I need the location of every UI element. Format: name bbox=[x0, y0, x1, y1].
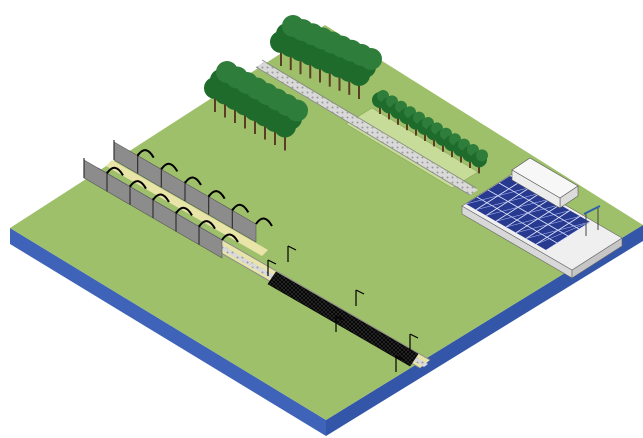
ground-surface bbox=[10, 25, 643, 420]
tree-trunk bbox=[289, 56, 292, 71]
tree-trunk bbox=[358, 85, 360, 99]
tree-trunk bbox=[319, 68, 321, 83]
tree-trunk bbox=[284, 136, 286, 151]
portal-arm bbox=[335, 315, 345, 321]
tree-trunk bbox=[433, 138, 435, 147]
tree-trunk bbox=[299, 60, 302, 75]
catenary-arch-icon bbox=[198, 220, 216, 230]
tree-trunk bbox=[244, 114, 246, 129]
ground-slab bbox=[10, 25, 643, 436]
solar-grid-diagonal bbox=[475, 193, 541, 210]
tree-trunk bbox=[214, 98, 216, 112]
catenary-arch-icon bbox=[152, 193, 170, 203]
solar-grid-diagonal bbox=[535, 221, 591, 245]
tree-trunk bbox=[379, 106, 381, 114]
catenary-arch-icon bbox=[175, 206, 193, 216]
catenary-arch-icon bbox=[136, 149, 155, 159]
ground-edge-left bbox=[10, 228, 326, 436]
tree-trunk bbox=[280, 52, 282, 66]
tree-trunk bbox=[460, 154, 462, 163]
catenary-arch-icon bbox=[221, 233, 239, 243]
tree-trunk bbox=[451, 149, 453, 158]
portal-arm bbox=[287, 245, 297, 251]
tree-trunk bbox=[397, 116, 399, 125]
catenary-arch-icon bbox=[231, 203, 250, 213]
tree-trunk bbox=[388, 111, 390, 120]
solar-grid-diagonal bbox=[465, 187, 531, 205]
tree-trunk bbox=[224, 103, 226, 118]
tree-canopy bbox=[286, 99, 308, 122]
portal-arm bbox=[409, 333, 419, 339]
tree-canopy bbox=[360, 48, 382, 70]
solar-grid-line bbox=[498, 182, 580, 230]
solar-panel-grid bbox=[465, 181, 591, 251]
noise-barrier-icon bbox=[83, 140, 273, 259]
tree-trunk bbox=[348, 80, 351, 95]
portal-arm bbox=[267, 259, 277, 265]
tree-cluster-icon bbox=[372, 90, 488, 174]
tree-trunk bbox=[469, 160, 471, 168]
catenary-arch-icon bbox=[184, 176, 202, 186]
catenary-arch-icon bbox=[129, 180, 147, 190]
tree-trunk bbox=[406, 122, 408, 131]
tree-trunk bbox=[309, 64, 312, 79]
tree-trunk bbox=[415, 127, 417, 136]
platform-canopy bbox=[583, 205, 601, 236]
tree-trunk bbox=[442, 143, 444, 152]
cutting-track bbox=[255, 59, 479, 196]
catenary-arch-icon bbox=[207, 190, 226, 200]
catenary-portal-posts bbox=[267, 245, 419, 372]
portal-arm bbox=[395, 355, 405, 361]
tree-clusters bbox=[204, 15, 488, 174]
tree-trunk bbox=[478, 165, 480, 174]
tree-trunk bbox=[264, 125, 266, 140]
solar-grid-line bbox=[476, 196, 558, 244]
tree-trunk bbox=[234, 109, 236, 123]
solar-station bbox=[461, 157, 623, 279]
catenary-arch-icon bbox=[255, 217, 273, 227]
tree-trunk bbox=[424, 133, 426, 141]
building-front bbox=[511, 169, 561, 209]
catenary-arch-icon bbox=[160, 162, 179, 172]
tree-trunk bbox=[274, 131, 276, 145]
catenary-arch-icon bbox=[106, 166, 124, 176]
solar-grid-diagonal bbox=[515, 216, 581, 233]
tree-canopy bbox=[476, 149, 488, 162]
solar-grid-diagonal bbox=[545, 221, 591, 251]
solar-grid-diagonal bbox=[495, 204, 561, 222]
solar-grid-diagonal bbox=[525, 221, 591, 239]
portal-arm bbox=[355, 289, 365, 295]
tree-cluster-icon bbox=[270, 15, 382, 99]
tree-trunk bbox=[338, 76, 341, 91]
solar-grid-diagonal bbox=[485, 198, 551, 216]
tree-trunk bbox=[254, 120, 256, 134]
tree-cluster-icon bbox=[204, 61, 308, 151]
ground-edge-right bbox=[326, 225, 643, 436]
tree-trunk bbox=[328, 72, 331, 87]
solar-grid-diagonal bbox=[505, 210, 571, 228]
rail-track-upper bbox=[256, 62, 478, 195]
